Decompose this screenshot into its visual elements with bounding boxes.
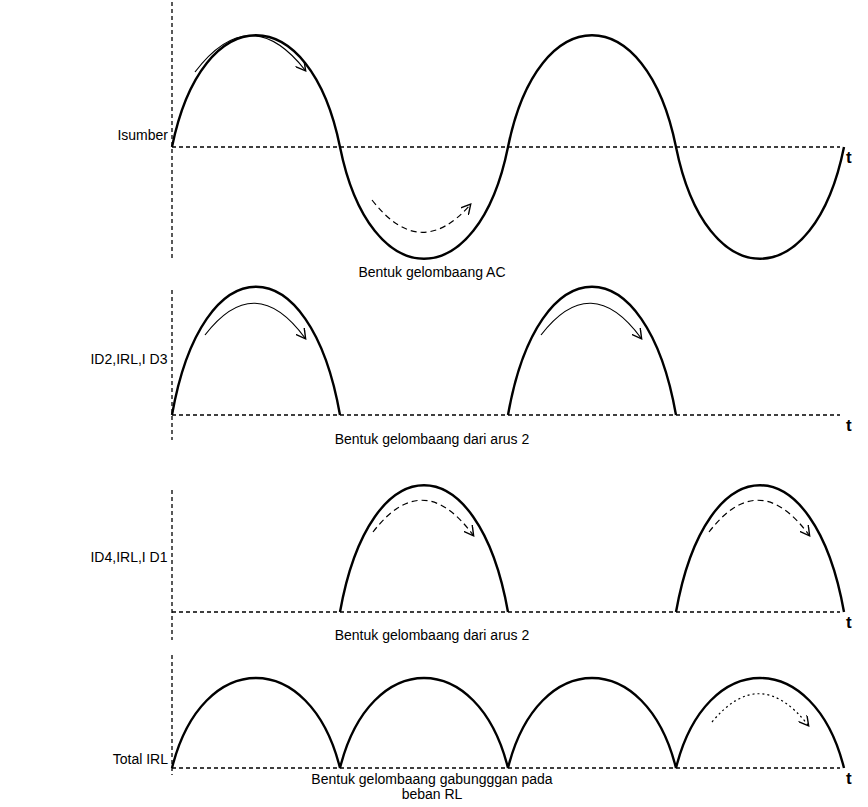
ac-sine-wave — [172, 35, 844, 259]
vertical-axis — [171, 290, 172, 440]
half-wave-current — [340, 485, 844, 612]
axis-label: t — [846, 771, 864, 786]
time-axis — [172, 146, 840, 147]
flow-arrow — [372, 200, 470, 232]
caption: Bentuk gelombaang dari arus 2 — [282, 432, 582, 447]
current-label: ID2,IRL,I D3 — [84, 352, 174, 367]
flow-arrow — [195, 35, 305, 72]
axis-label: t — [846, 418, 864, 433]
axis-label: t — [846, 615, 864, 630]
time-axis — [172, 611, 840, 612]
vertical-axis — [171, 655, 172, 775]
current-label: Isumber — [60, 128, 168, 143]
half-wave-current — [172, 287, 676, 415]
vertical-axis — [171, 2, 172, 258]
time-axis — [172, 767, 840, 768]
flow-arrow — [373, 500, 473, 535]
axis-label: t — [846, 150, 864, 165]
caption: Bentuk gelombaang AC — [282, 265, 582, 280]
time-axis — [172, 414, 840, 415]
caption: Bentuk gelombaang gabungggan pada beban … — [300, 772, 564, 802]
vertical-axis — [171, 490, 172, 640]
flow-arrow — [712, 694, 808, 725]
flow-arrow — [709, 500, 809, 535]
current-label: ID4,IRL,I D1 — [84, 550, 174, 565]
full-wave-current — [172, 678, 844, 768]
caption: Bentuk gelombaang dari arus 2 — [282, 628, 582, 643]
flow-arrow — [541, 303, 641, 338]
current-label: Total IRL — [40, 752, 168, 767]
flow-arrow — [205, 303, 305, 338]
